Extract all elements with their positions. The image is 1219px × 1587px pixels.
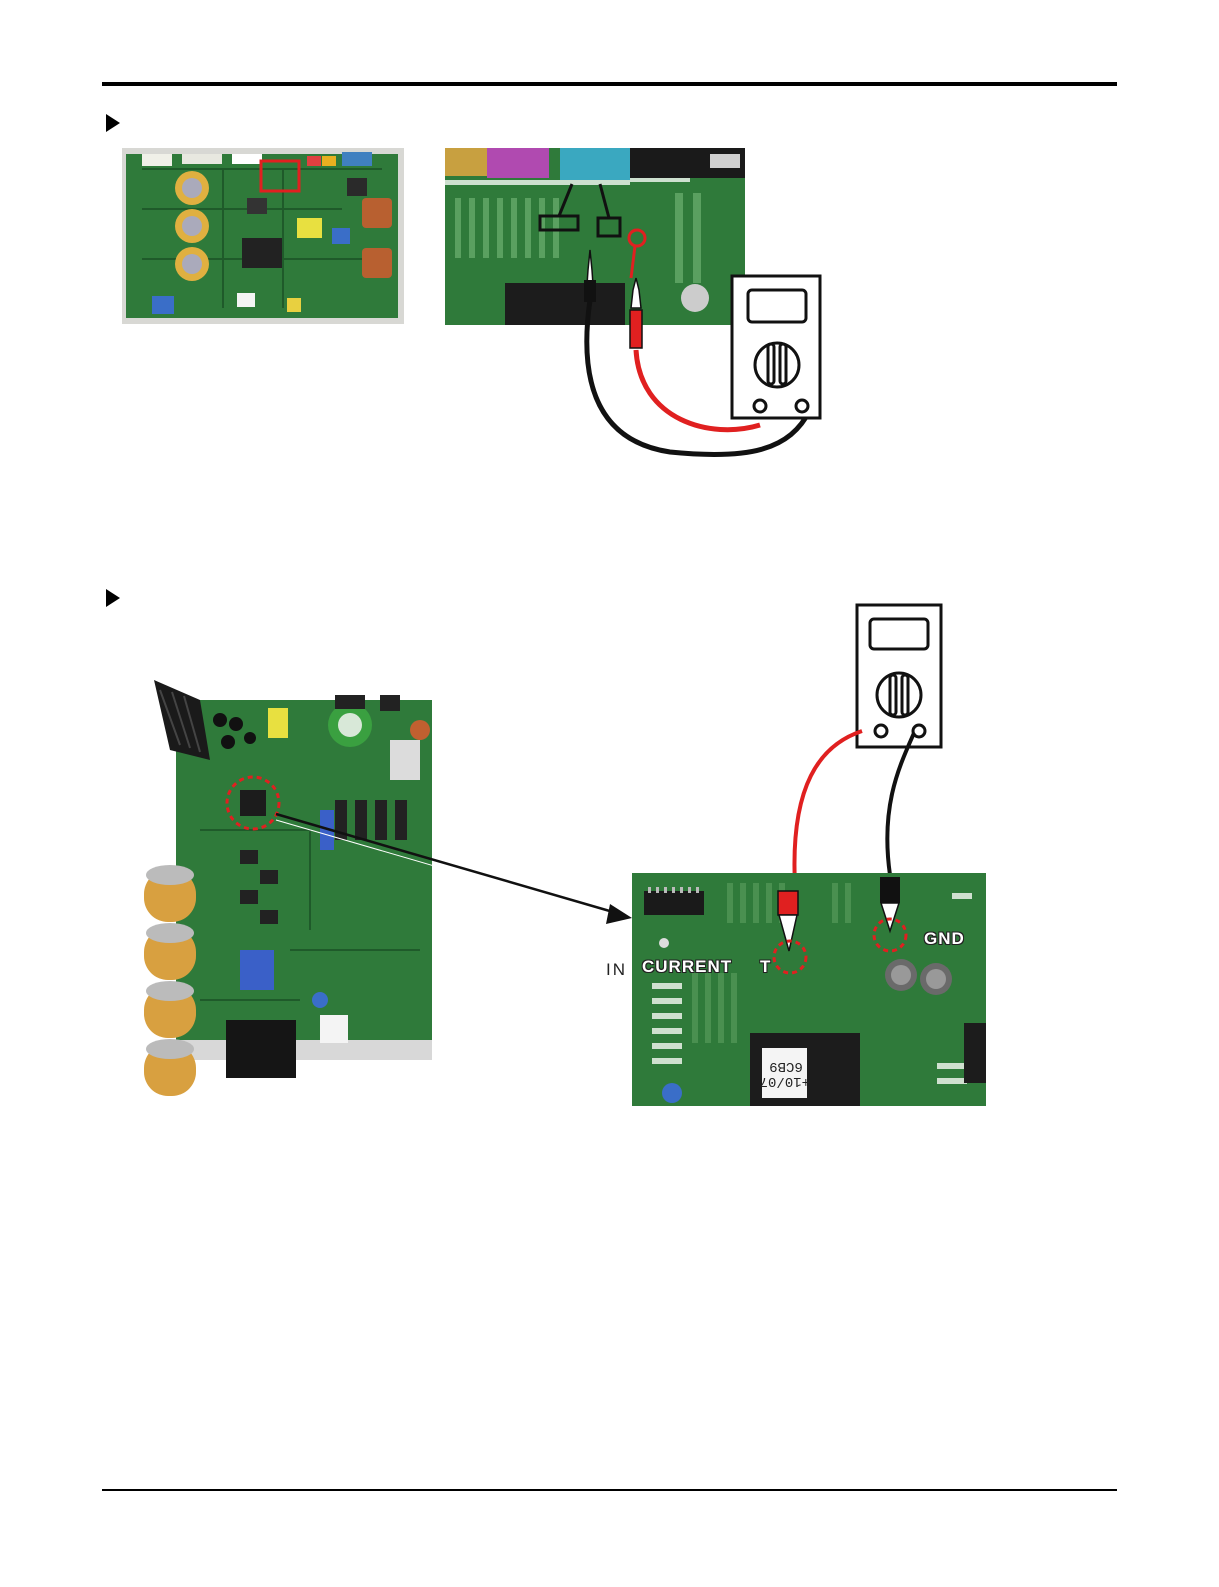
bullet-2-icon [106,589,120,607]
bullet-1-icon [106,114,120,132]
label-gnd: GND [924,929,965,949]
chip-marking-line-1: +10/07 [762,1073,810,1088]
pcb-current-test-closeup-photo: +10/07 6CB9 CURRENT T GND [632,873,986,1106]
chip-marking: +10/07 6CB9 [762,1058,810,1088]
label-current: CURRENT [642,957,732,977]
top-rule [102,82,1117,86]
chip-marking-line-2: 6CB9 [762,1058,810,1073]
label-t: T [760,957,771,977]
label-in: IN [606,960,627,980]
multimeter-1-with-probes [570,240,840,470]
pcb-overview-photo-1 [122,148,404,324]
zoom-pointer-arrow [270,800,640,930]
bottom-rule [102,1489,1117,1491]
